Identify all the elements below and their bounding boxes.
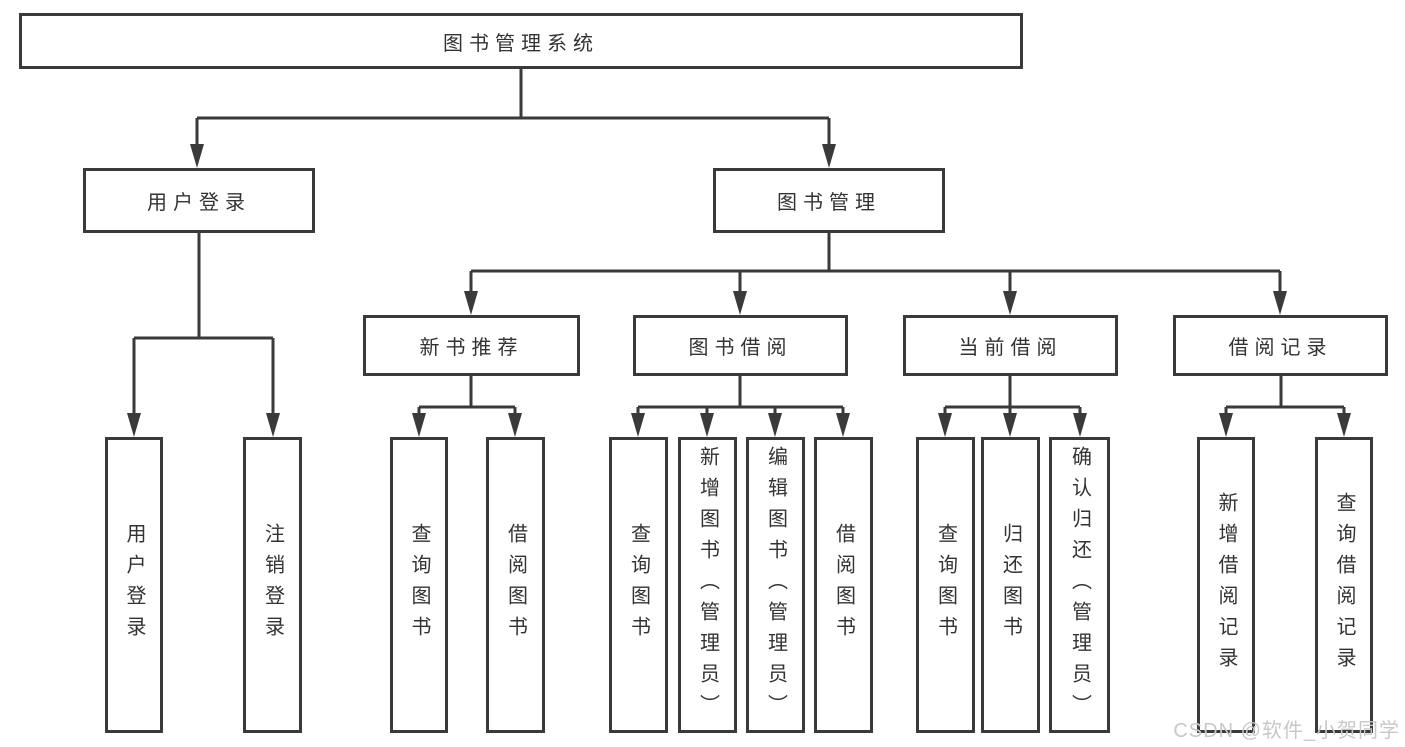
leaf-add-borrow-record: 新增借阅记录: [1197, 437, 1255, 733]
node-current-borrow: 当前借阅: [903, 315, 1118, 376]
leaf-return-books: 归还图书: [981, 437, 1040, 733]
node-current-borrow-label: 当前借阅: [958, 337, 1063, 359]
leaf-query-books-new: 查询图书: [390, 437, 448, 733]
leaf-edit-book-admin-label: 编辑图书（管理员）: [764, 445, 787, 725]
node-new-book-recommend: 新书推荐: [363, 315, 580, 376]
leaf-query-books-current-label: 查询图书: [934, 523, 957, 647]
leaf-logout-login: 注销登录: [243, 437, 302, 733]
leaf-user-login-label: 用户登录: [123, 523, 145, 647]
node-book-management-label: 图书管理: [777, 192, 881, 214]
arrow-down-icon: [266, 413, 280, 437]
arrow-down-icon: [1219, 413, 1233, 437]
leaf-user-login: 用户登录: [105, 437, 163, 733]
arrow-down-icon: [822, 144, 836, 168]
leaf-query-books-borrow: 查询图书: [609, 437, 668, 733]
leaf-borrow-books-borrow-label: 借阅图书: [832, 523, 855, 647]
csdn-watermark: CSDN @软件_小贺同学: [1173, 720, 1400, 742]
leaf-query-borrow-record-label: 查询借阅记录: [1333, 492, 1355, 678]
arrow-down-icon: [1073, 413, 1087, 437]
arrow-down-icon: [938, 413, 952, 437]
node-root: 图书管理系统: [19, 13, 1023, 69]
node-user-login: 用户登录: [83, 168, 315, 233]
leaf-query-books-borrow-label: 查询图书: [627, 523, 650, 647]
arrow-down-icon: [768, 413, 782, 437]
arrow-down-icon: [631, 413, 645, 437]
arrow-down-icon: [836, 413, 850, 437]
leaf-query-borrow-record: 查询借阅记录: [1315, 437, 1373, 733]
leaf-confirm-return-admin-label: 确认归还（管理员）: [1068, 445, 1091, 725]
leaf-add-book-admin-label: 新增图书（管理员）: [696, 445, 719, 725]
node-borrow-records-label: 借阅记录: [1228, 337, 1333, 359]
leaf-query-books-current: 查询图书: [916, 437, 975, 733]
arrow-down-icon: [700, 413, 714, 437]
arrow-down-icon: [1003, 413, 1017, 437]
leaf-edit-book-admin: 编辑图书（管理员）: [746, 437, 805, 733]
leaf-add-borrow-record-label: 新增借阅记录: [1215, 492, 1237, 678]
arrow-down-icon: [1003, 291, 1017, 315]
arrow-down-icon: [1273, 291, 1287, 315]
leaf-return-books-label: 归还图书: [999, 523, 1022, 647]
arrow-down-icon: [733, 291, 747, 315]
arrow-down-icon: [1337, 413, 1351, 437]
leaf-query-books-new-label: 查询图书: [408, 523, 430, 647]
leaf-confirm-return-admin: 确认归还（管理员）: [1049, 437, 1110, 733]
node-book-borrow: 图书借阅: [633, 315, 848, 376]
node-book-management: 图书管理: [713, 168, 945, 233]
leaf-logout-login-label: 注销登录: [261, 523, 284, 647]
leaf-borrow-books-new: 借阅图书: [486, 437, 545, 733]
leaf-add-book-admin: 新增图书（管理员）: [678, 437, 737, 733]
arrow-down-icon: [127, 413, 141, 437]
leaf-borrow-books-borrow: 借阅图书: [814, 437, 873, 733]
node-user-login-label: 用户登录: [147, 192, 251, 214]
node-root-label: 图书管理系统: [443, 32, 599, 55]
node-book-borrow-label: 图书借阅: [688, 337, 793, 359]
arrow-down-icon: [464, 291, 478, 315]
arrow-down-icon: [508, 413, 522, 437]
node-new-book-recommend-label: 新书推荐: [419, 337, 524, 359]
leaf-borrow-books-new-label: 借阅图书: [504, 523, 527, 647]
arrow-down-icon: [190, 144, 204, 168]
node-borrow-records: 借阅记录: [1173, 315, 1388, 376]
arrow-down-icon: [412, 413, 426, 437]
